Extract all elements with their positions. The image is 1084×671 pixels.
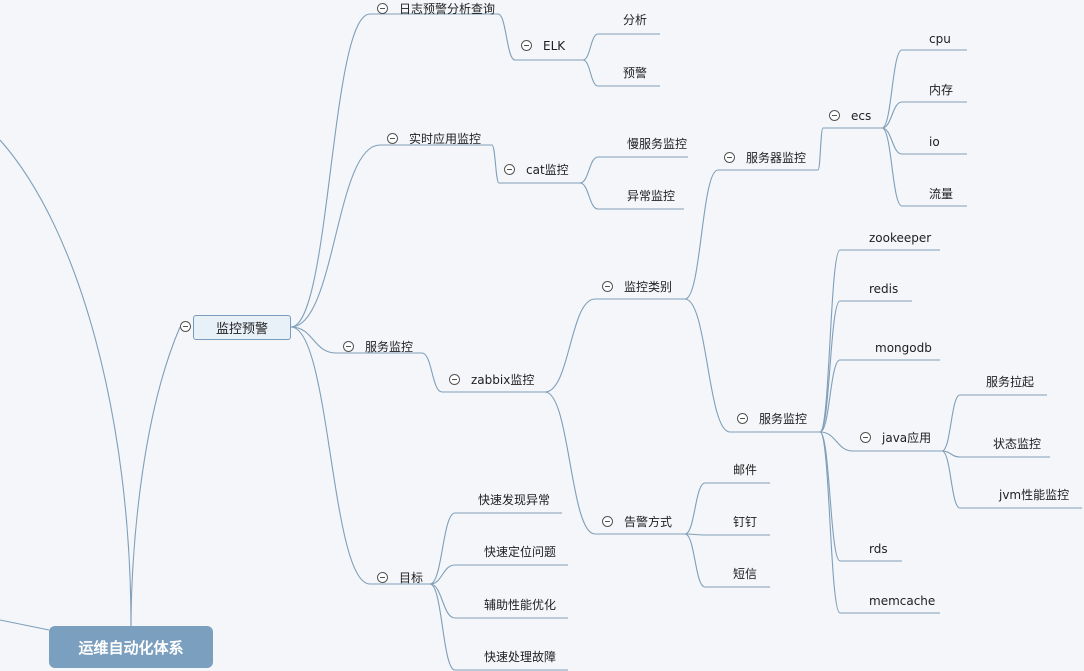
connector-log (290, 13, 371, 328)
connector-elk-alert (582, 59, 599, 87)
connector-ecs (817, 127, 824, 171)
topic-sms[interactable]: 短信 (733, 567, 758, 581)
collapse-toggle-alarm[interactable] (602, 516, 613, 527)
connector-root-branch (130, 326, 181, 627)
connector-status (941, 450, 961, 458)
topic-elk[interactable]: ELK (543, 39, 566, 53)
collapse-toggle-zabbix[interactable] (449, 374, 460, 385)
topic-exception[interactable]: 异常监控 (627, 189, 676, 203)
topic-java[interactable]: java应用 (882, 431, 932, 445)
topic-jvm[interactable]: jvm性能监控 (999, 488, 1070, 502)
collapse-toggle-svc[interactable] (737, 413, 748, 424)
topic-goal[interactable]: 目标 (399, 571, 424, 585)
connector-sms (684, 533, 706, 588)
topic-elk-analysis[interactable]: 分析 (623, 13, 648, 27)
connector-svc (684, 298, 731, 433)
topic-zabbix[interactable]: zabbix监控 (471, 373, 535, 387)
connector-service (290, 326, 337, 354)
topic-alarm[interactable]: 告警方式 (624, 515, 673, 529)
topic-category[interactable]: 监控类别 (624, 280, 673, 294)
topic-mem[interactable]: 内存 (929, 83, 954, 97)
collapse-toggle-realtime[interactable] (387, 133, 398, 144)
topic-goal-2[interactable]: 快速定位问题 (484, 545, 557, 559)
topic-memcache[interactable]: memcache (869, 594, 936, 608)
connector-g3 (429, 583, 456, 619)
connector-java (819, 431, 854, 452)
connector-cpu (881, 49, 903, 129)
connector-zookeeper (819, 249, 841, 433)
connector-redis (819, 300, 841, 433)
connector-mail (684, 482, 706, 535)
connector-slow (579, 156, 599, 184)
connector-jvm (941, 450, 961, 509)
root-topic[interactable]: 运维自动化体系 (49, 626, 213, 668)
topic-svc[interactable]: 服务监控 (759, 412, 808, 426)
connector-rds (819, 431, 841, 562)
topic-elk-alert[interactable]: 预警 (623, 66, 648, 80)
topic-goal-3[interactable]: 辅助性能优化 (484, 598, 557, 612)
collapse-toggle-goal[interactable] (377, 572, 388, 583)
topic-realtime[interactable]: 实时应用监控 (409, 132, 482, 146)
collapse-toggle-ecs[interactable] (829, 110, 840, 121)
topic-server[interactable]: 服务器监控 (746, 151, 807, 165)
connector-g1 (429, 512, 456, 585)
topic-cpu[interactable]: cpu (929, 32, 951, 46)
connector-g2 (429, 564, 456, 585)
connector-realtime (290, 144, 381, 328)
connector-mongodb (819, 359, 841, 433)
connector-memcache (819, 431, 841, 614)
topic-rds[interactable]: rds (869, 542, 888, 556)
topic-start[interactable]: 服务拉起 (986, 375, 1035, 389)
connector-zabbix (421, 352, 443, 393)
connector-exception (579, 182, 599, 210)
branch-topic[interactable]: 监控预警 (193, 315, 291, 340)
connector-traffic (881, 127, 903, 207)
connector-g4 (429, 583, 456, 671)
connector-dingtalk (684, 533, 706, 536)
connector-goal (290, 326, 371, 585)
topic-mail[interactable]: 邮件 (733, 463, 758, 477)
topic-goal-4[interactable]: 快速处理故障 (484, 650, 557, 664)
collapse-toggle-elk[interactable] (521, 40, 532, 51)
collapse-toggle-category[interactable] (602, 281, 613, 292)
collapse-toggle-log[interactable] (377, 3, 388, 14)
collapse-toggle-service[interactable] (343, 341, 354, 352)
collapse-toggle-java[interactable] (860, 432, 871, 443)
collapse-toggle-branch[interactable] (180, 321, 191, 332)
connector-cat (491, 144, 500, 184)
topic-log[interactable]: 日志预警分析查询 (399, 2, 496, 16)
connector-alarm (544, 391, 596, 535)
topic-dingtalk[interactable]: 钉钉 (733, 515, 758, 529)
connector-server (684, 169, 719, 300)
connector-root-left (0, 619, 50, 631)
topic-cat[interactable]: cat监控 (526, 163, 569, 177)
collapse-toggle-cat[interactable] (504, 164, 515, 175)
topic-service[interactable]: 服务监控 (365, 340, 414, 354)
topic-zookeeper[interactable]: zookeeper (869, 231, 932, 245)
topic-status[interactable]: 状态监控 (993, 437, 1042, 451)
topic-io[interactable]: io (929, 135, 940, 149)
topic-mongodb[interactable]: mongodb (875, 341, 932, 355)
connector-root-upper (0, 139, 132, 627)
topic-traffic[interactable]: 流量 (929, 187, 954, 201)
connector-start (941, 394, 961, 452)
connector-elk-analysis (582, 33, 599, 61)
connector-mem (881, 101, 903, 129)
connector-category (544, 298, 596, 393)
topic-slow[interactable]: 慢服务监控 (627, 137, 688, 151)
connector-elk (497, 13, 516, 61)
collapse-toggle-server[interactable] (724, 152, 735, 163)
topic-ecs[interactable]: ecs (851, 109, 872, 123)
topic-goal-1[interactable]: 快速发现异常 (478, 493, 551, 507)
topic-redis[interactable]: redis (869, 282, 899, 296)
